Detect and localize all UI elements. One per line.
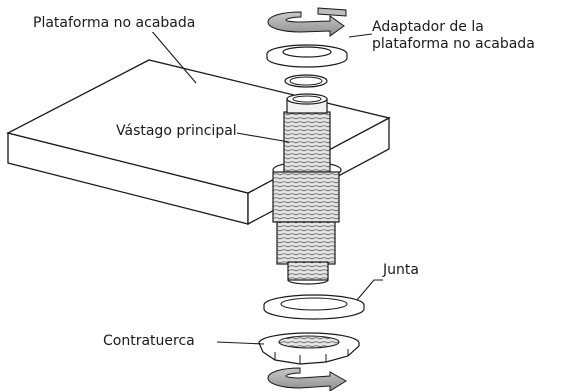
leader-plataforma	[149, 28, 197, 84]
label-main-stem: Vástago principal	[116, 123, 237, 140]
leader-lines	[149, 28, 383, 345]
label-platform-adapter-line2: plataforma no acabada	[372, 36, 535, 52]
label-gasket: Junta	[383, 262, 419, 279]
label-platform-adapter: Adaptador de la plataforma no acabada	[372, 19, 535, 53]
bottom-rotate-arrow-icon	[267, 367, 347, 391]
lock-nut	[258, 332, 360, 365]
label-platform-adapter-line1: Adaptador de la	[372, 19, 484, 35]
main-stem-lower	[272, 171, 340, 285]
o-ring	[284, 74, 328, 88]
gasket	[263, 294, 365, 320]
label-lock-nut: Contratuerca	[103, 333, 195, 349]
adapter-ring	[266, 44, 348, 68]
label-unfinished-platform: Plataforma no acabada	[33, 15, 196, 32]
leader-adaptador	[348, 33, 373, 38]
leader-junta	[356, 279, 383, 301]
leader-contratuerca	[216, 341, 265, 345]
top-rotate-arrow-icon	[267, 7, 347, 37]
